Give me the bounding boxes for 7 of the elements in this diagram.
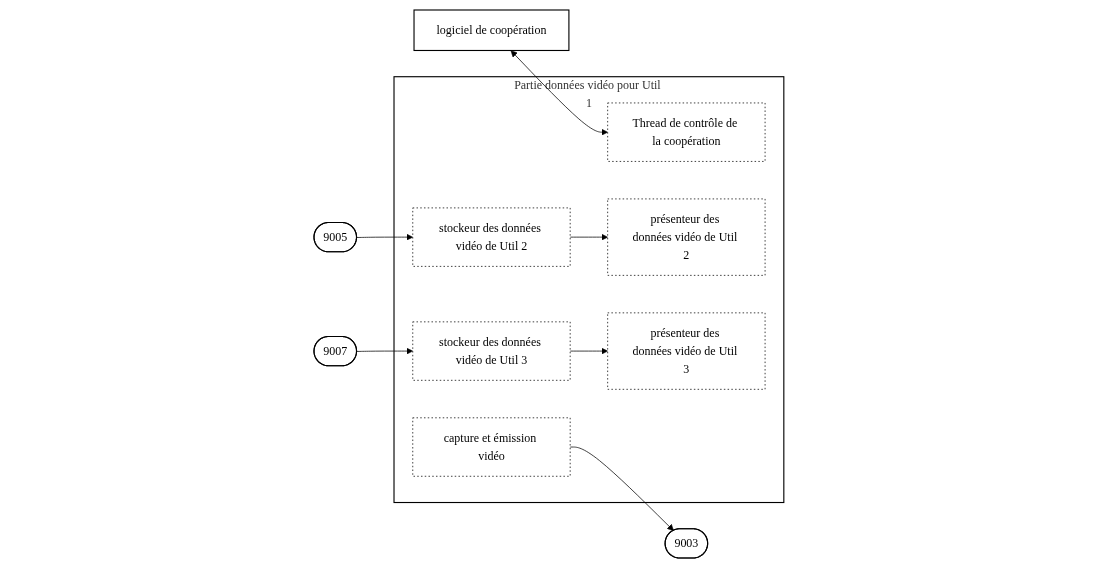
node-box: logiciel de coopération	[413, 9, 570, 52]
node-box: présenteur des données vidéo de Util 2	[607, 198, 766, 276]
node-box: stockeur des données vidéo de Util 3	[412, 321, 571, 381]
node-box: stockeur des données vidéo de Util 2	[412, 207, 571, 267]
node-box: présenteur des données vidéo de Util 3	[607, 312, 766, 390]
node-box: capture et émission vidéo	[412, 417, 571, 477]
node-box: Thread de contrôle de la coopération	[607, 102, 766, 162]
